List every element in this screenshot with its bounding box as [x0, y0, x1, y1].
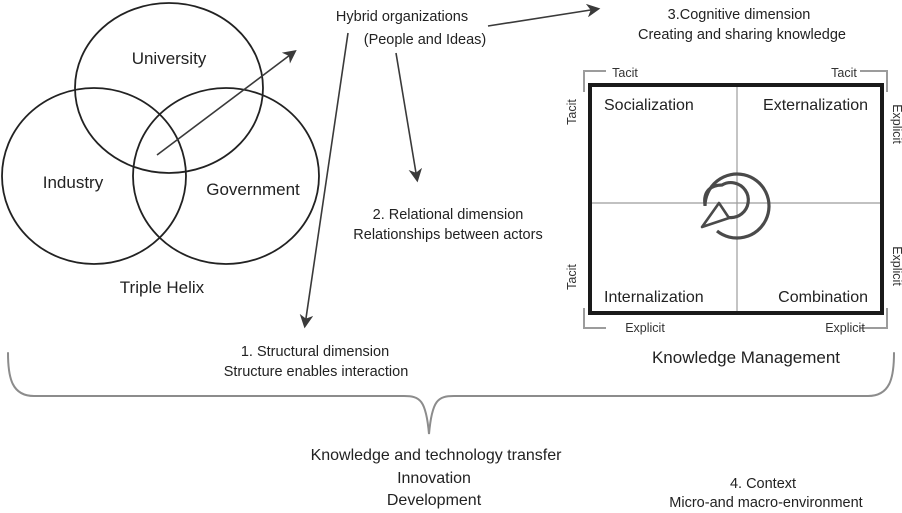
- outcomes-line3: Development: [387, 492, 482, 509]
- quadrant-externalization: Externalization: [763, 97, 868, 114]
- edge-label-left-bottom: Tacit: [565, 264, 579, 290]
- rotation-spiral-arrow-icon: [700, 172, 771, 240]
- edge-label-top-left: Tacit: [612, 66, 638, 80]
- government-circle: [132, 87, 320, 265]
- context-line2: Micro-and macro-environment: [669, 495, 862, 511]
- outcomes-line2: Innovation: [397, 470, 471, 487]
- corner-bracket-top-left-icon: [583, 70, 606, 92]
- quadrant-internalization: Internalization: [604, 289, 704, 306]
- industry-circle: [1, 87, 187, 265]
- outcomes-line1: Knowledge and technology transfer: [311, 447, 563, 464]
- context-label: 4. Context Micro-and macro-environment: [669, 476, 862, 511]
- relational-line2: Relationships between actors: [353, 227, 542, 243]
- industry-label: Industry: [43, 173, 104, 192]
- outcomes-label: Knowledge and technology transfer Innova…: [311, 447, 563, 509]
- arrow-venn-to-hybrid-icon: [156, 49, 297, 156]
- edge-label-top-right: Tacit: [831, 66, 857, 80]
- hybrid-organizations-label: Hybrid organizations (People and Ideas): [336, 9, 486, 48]
- relational-line1: 2. Relational dimension: [373, 207, 524, 223]
- quadrant-combination: Combination: [778, 289, 868, 306]
- knowledge-management-caption: Knowledge Management: [652, 348, 840, 367]
- context-line1: 4. Context: [730, 476, 796, 492]
- triple-helix-caption: Triple Helix: [120, 278, 205, 297]
- cognitive-line1: 3.Cognitive dimension: [668, 7, 811, 23]
- edge-label-bottom-right: Explicit: [825, 321, 865, 335]
- arrow-hybrid-to-cognitive-icon: [487, 3, 601, 27]
- university-label: University: [132, 49, 207, 68]
- edge-label-left-top: Tacit: [565, 99, 579, 125]
- relational-dimension-label: 2. Relational dimension Relationships be…: [353, 207, 542, 243]
- seci-matrix: Socialization Externalization Internaliz…: [565, 66, 902, 367]
- seci-box: [588, 83, 884, 315]
- government-label: Government: [206, 180, 300, 199]
- arrow-hybrid-to-structural-icon: [299, 32, 349, 329]
- structural-dimension-label: 1. Structural dimension Structure enable…: [224, 344, 409, 380]
- summary-brace: [7, 352, 895, 435]
- structural-line1: 1. Structural dimension: [241, 344, 389, 360]
- cognitive-line2: Creating and sharing knowledge: [638, 27, 846, 43]
- edge-label-bottom-left: Explicit: [625, 321, 665, 335]
- quadrant-socialization: Socialization: [604, 97, 694, 114]
- edge-label-right-bottom: Explicit: [890, 246, 902, 286]
- edge-label-right-top: Explicit: [890, 104, 902, 144]
- corner-bracket-bottom-right-icon: [860, 308, 888, 329]
- corner-bracket-bottom-left-icon: [583, 308, 606, 329]
- hybrid-line1: Hybrid organizations: [336, 9, 468, 25]
- arrow-hybrid-to-relational-icon: [395, 52, 423, 183]
- university-circle: [74, 2, 264, 174]
- hybrid-line2: (People and Ideas): [364, 32, 487, 48]
- cognitive-dimension-label: 3.Cognitive dimension Creating and shari…: [638, 7, 846, 43]
- structural-line2: Structure enables interaction: [224, 364, 409, 380]
- corner-bracket-top-right-icon: [860, 70, 888, 92]
- triple-helix-venn: University Industry Government Triple He…: [1, 2, 320, 297]
